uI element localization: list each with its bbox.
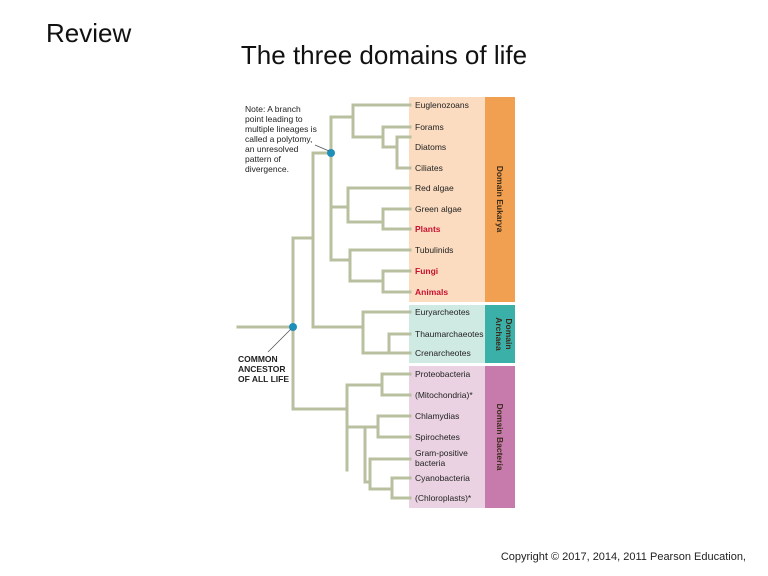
taxon-label: bacteria xyxy=(415,458,446,468)
taxon-label: Forams xyxy=(415,122,444,132)
slide-title: The three domains of life xyxy=(240,40,528,70)
eukarya-taxa: Euglenozoans Forams Diatoms Ciliates Red… xyxy=(415,100,469,297)
taxon-label: Euryarcheotes xyxy=(415,307,470,317)
taxon-label-highlight: Fungi xyxy=(415,266,438,276)
note-line: an unresolved xyxy=(245,144,299,154)
slide-heading: Review xyxy=(46,18,132,48)
note-line: pattern of xyxy=(245,154,282,164)
taxon-label: Diatoms xyxy=(415,142,446,152)
domain-archaea-label-1: Domain xyxy=(504,318,514,349)
taxon-label: Thaumarchaeotes xyxy=(415,329,484,339)
domain-archaea-label-2: Archaea xyxy=(494,317,504,351)
ancestor-pointer-line xyxy=(267,328,292,353)
taxon-label: Proteobacteria xyxy=(415,369,471,379)
taxon-label: Tubulinids xyxy=(415,245,453,255)
note-line: multiple lineages is xyxy=(245,124,317,134)
taxon-label: Euglenozoans xyxy=(415,100,469,110)
taxon-label: Cyanobacteria xyxy=(415,473,470,483)
archaea-taxa: Euryarcheotes Thaumarchaeotes Crenarcheo… xyxy=(415,307,484,358)
tree-branches xyxy=(236,103,412,500)
copyright-notice: Copyright © 2017, 2014, 2011 Pearson Edu… xyxy=(500,551,746,563)
taxon-label: (Chloroplasts)* xyxy=(415,493,472,503)
domain-eukarya-box: Domain Eukarya xyxy=(409,97,515,302)
common-ancestor-label: COMMON ANCESTOR OF ALL LIFE xyxy=(238,354,289,384)
domain-eukarya-label: Domain Eukarya xyxy=(495,166,505,233)
bacteria-taxa: Proteobacteria (Mitochondria)* Chlamydia… xyxy=(415,369,473,503)
taxon-label-highlight: Plants xyxy=(415,224,441,234)
taxon-label: Spirochetes xyxy=(415,432,460,442)
polytomy-node xyxy=(327,149,335,157)
ancestor-line: COMMON xyxy=(238,354,278,364)
note-line: Note: A branch xyxy=(245,104,301,114)
polytomy-note: Note: A branch point leading to multiple… xyxy=(245,104,317,174)
taxon-label: (Mitochondria)* xyxy=(415,390,473,400)
taxon-label: Ciliates xyxy=(415,163,443,173)
note-pointer-line xyxy=(314,144,330,152)
domain-archaea-box: Domain Archaea xyxy=(409,305,515,363)
taxon-label: Gram-positive xyxy=(415,448,468,458)
taxon-label-highlight: Animals xyxy=(415,287,448,297)
ancestor-line: OF ALL LIFE xyxy=(238,374,289,384)
taxon-label: Chlamydias xyxy=(415,411,459,421)
taxon-label: Green algae xyxy=(415,204,462,214)
taxon-label: Red algae xyxy=(415,183,454,193)
taxon-label: Crenarcheotes xyxy=(415,348,471,358)
note-line: called a polytomy, xyxy=(245,134,312,144)
note-line: point leading to xyxy=(245,114,303,124)
note-line: divergence. xyxy=(245,164,289,174)
domain-bacteria-box: Domain Bacteria xyxy=(409,366,515,508)
domain-bacteria-label: Domain Bacteria xyxy=(495,403,505,470)
ancestor-line: ANCESTOR xyxy=(238,364,286,374)
